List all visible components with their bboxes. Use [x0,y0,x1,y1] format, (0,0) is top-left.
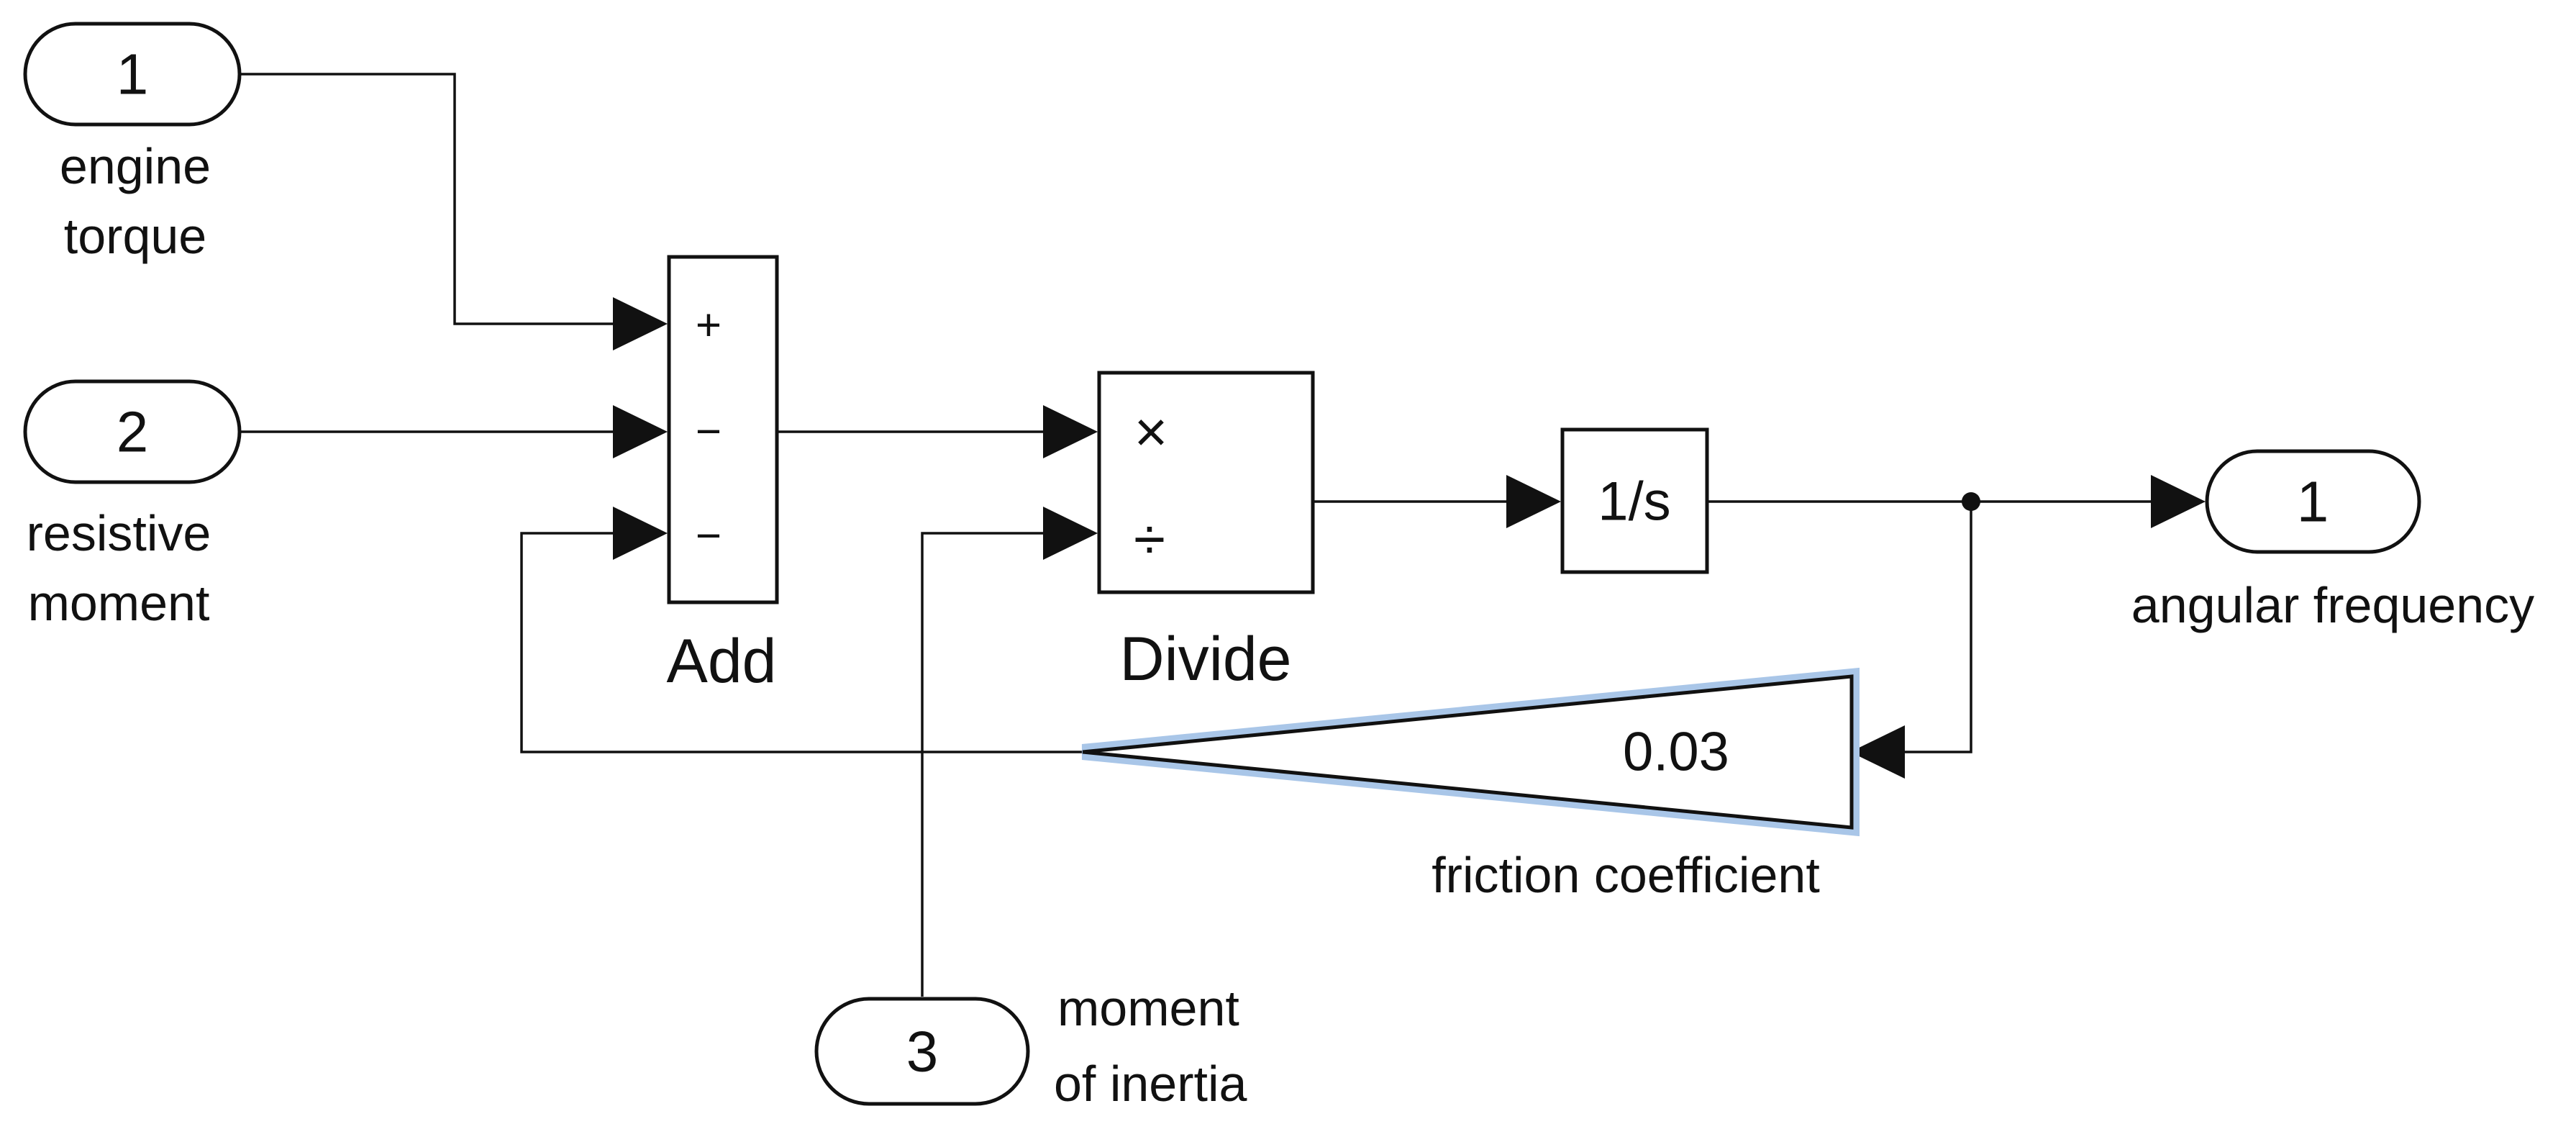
inport-1-label-line-1: engine [60,138,211,194]
arrowhead-gain-in [1850,725,1905,779]
inport-1-number: 1 [117,42,149,107]
line-engine-torque-to-add[interactable] [240,73,626,325]
divide-op-divide: ÷ [1134,507,1165,571]
arrowhead-add-in2 [613,405,668,458]
inport-3-label-line-1: moment [1057,980,1239,1036]
gain-block-label: friction coefficient [1432,847,1820,903]
add-sign-1: + [696,301,722,350]
arrowhead-add-in1 [613,297,668,350]
outport-1-label: angular frequency [2131,577,2534,633]
line-inertia-to-divide[interactable] [921,532,1050,997]
inport-2-number: 2 [117,400,149,464]
integrator-block[interactable]: 1/s [1560,427,1709,574]
add-sign-3: − [696,512,722,561]
add-block-name: Add [666,627,776,696]
signal-lines [240,73,2151,997]
divide-block-name: Divide [1120,625,1292,694]
add-block[interactable]: + − − [667,255,779,604]
outport-1[interactable]: 1 [2205,449,2421,554]
gain-value: 0.03 [1623,722,1729,783]
inport-2[interactable]: 2 [23,379,242,484]
inport-3-number: 3 [906,1020,939,1084]
arrowheads [613,297,2206,779]
add-sign-2: − [696,407,722,457]
inport-1[interactable]: 1 [23,22,242,127]
arrowhead-divide-in1 [1043,405,1098,458]
divide-block[interactable]: × ÷ [1097,371,1315,594]
inport-2-label-line-1: resistive [27,505,211,561]
outport-1-number: 1 [2297,470,2329,534]
line-gain-to-add[interactable] [520,532,1083,753]
line-feedback-branch-to-gain[interactable] [1890,502,1972,753]
arrowhead-divide-in2 [1043,507,1098,560]
arrowhead-integrator-in [1506,475,1561,528]
branch-point [1962,492,1980,511]
arrowhead-outport-in [2151,475,2206,528]
inport-1-label-line-2: torque [64,208,206,264]
gain-block[interactable]: 0.03 [1081,667,1860,837]
inport-3[interactable]: 3 [814,997,1030,1106]
arrowhead-add-in3 [613,507,668,560]
inport-2-label-line-2: moment [28,575,210,631]
inport-3-label-line-2: of inertia [1054,1056,1247,1112]
integrator-text: 1/s [1598,471,1670,533]
divide-op-multiply: × [1134,400,1168,464]
